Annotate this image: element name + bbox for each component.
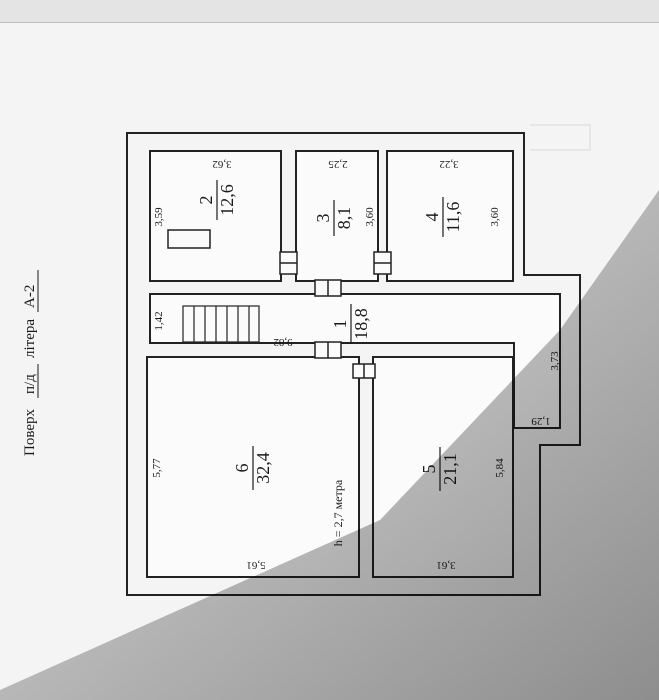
room-5-number: 5 (419, 465, 439, 474)
top-edge-strip (0, 0, 659, 23)
room-2-area: 12,6 (217, 184, 237, 216)
room-3-area: 8,1 (334, 207, 354, 230)
room-4-area: 11,6 (443, 202, 463, 233)
caption-letter: А-2 (22, 285, 38, 308)
room-3-number: 3 (313, 214, 333, 223)
caption-mid: літера (22, 319, 38, 358)
room-2-number: 2 (196, 196, 216, 205)
dim-r1-side: 1,42 (153, 311, 165, 330)
dim-r3-side: 3,60 (364, 207, 376, 227)
caption-floor: п/д (22, 374, 38, 394)
dim-r6-bottom: 5,61 (246, 559, 265, 571)
dim-r2-side: 3,59 (153, 207, 165, 227)
caption-prefix: Поверх (22, 409, 38, 456)
dim-r4-top: 3,22 (439, 158, 458, 170)
dim-r2-top: 3,62 (212, 158, 231, 170)
room-4-number: 4 (422, 213, 442, 222)
dim-r6-side: 5,77 (151, 458, 163, 478)
dim-r5-bottom: 3,61 (436, 559, 455, 571)
dim-r3-top: 2,25 (328, 158, 348, 170)
caption: Поверх п/д літера А-2 (22, 270, 39, 456)
ceiling-height: h = 2,7 метра (331, 479, 345, 546)
dim-stair-top: 1,29 (531, 415, 551, 427)
dim-stair-side: 3,73 (549, 351, 561, 371)
room-1-area: 18,8 (351, 308, 371, 340)
room-6-area: 32,4 (253, 452, 273, 484)
dim-r5-side: 5,84 (494, 458, 506, 478)
dim-r4-side: 3,60 (489, 207, 501, 227)
room-6-number: 6 (232, 464, 252, 473)
room-1-number: 1 (330, 320, 350, 329)
room-5-area: 21,1 (440, 453, 460, 485)
dim-r1-len: 9,82 (273, 336, 292, 348)
